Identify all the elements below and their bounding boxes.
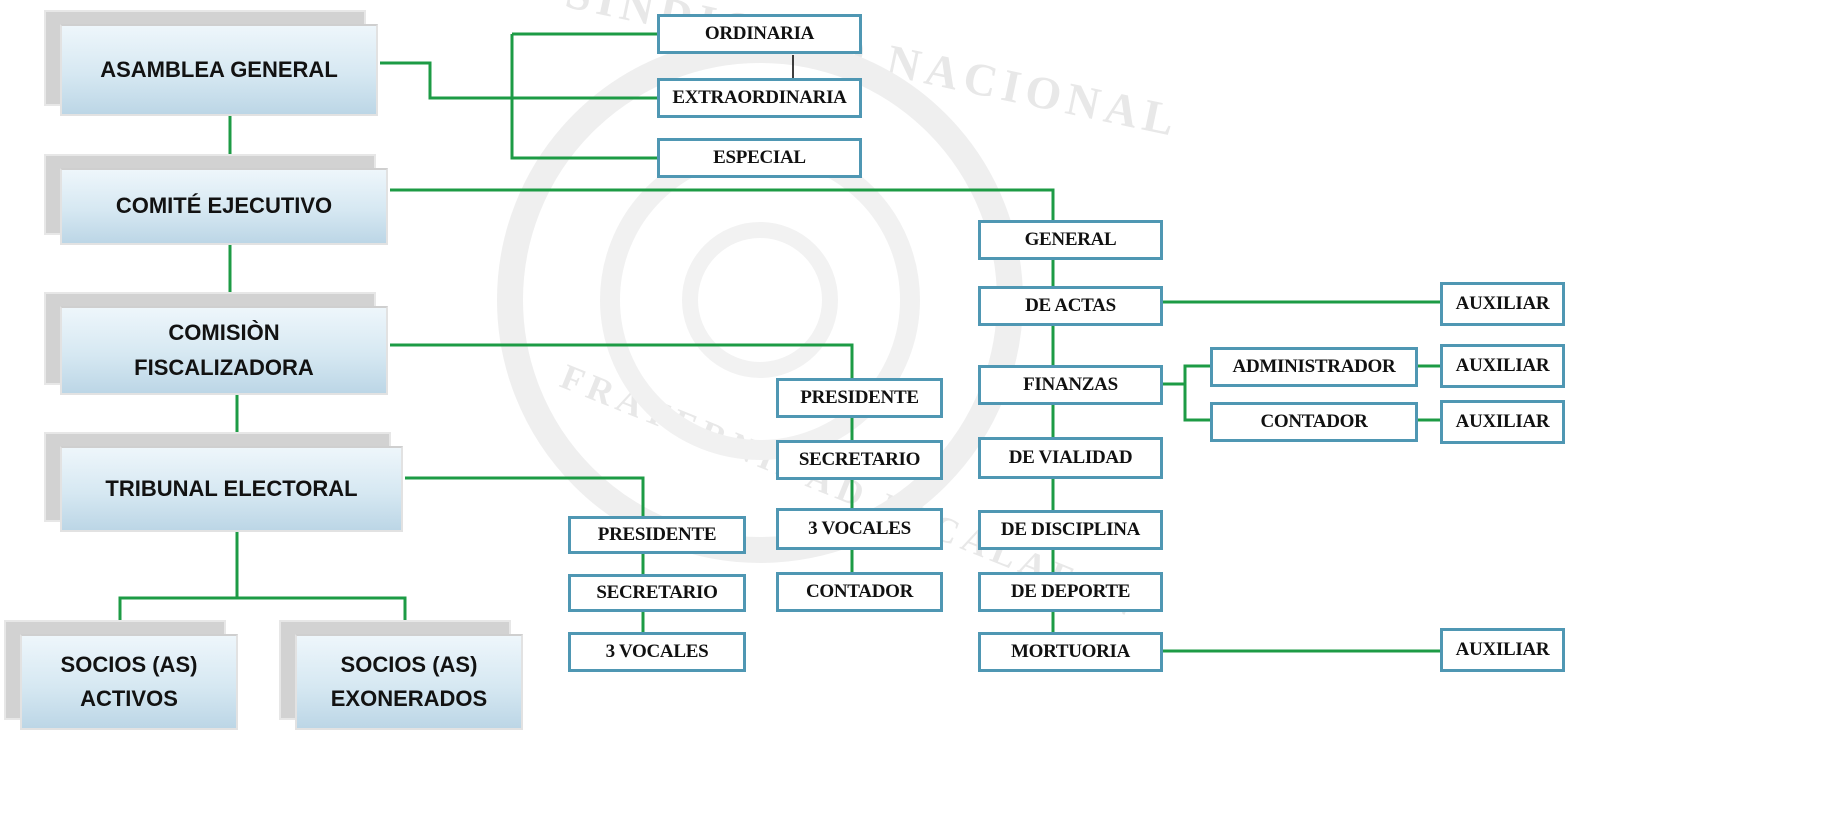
comision-contador-box: CONTADOR xyxy=(776,572,943,612)
auxiliar-actas-box: AUXILIAR xyxy=(1440,282,1565,326)
asamblea-general-box: ASAMBLEA GENERAL xyxy=(60,24,378,116)
comision-fiscalizadora-box: COMISIÒN FISCALIZADORA xyxy=(60,306,388,395)
connector-comision-presidente xyxy=(390,343,854,378)
secretaria-actas-label: DE ACTAS xyxy=(1025,295,1116,316)
connector-comite-general xyxy=(390,188,1055,220)
auxiliar-contador-box: AUXILIAR xyxy=(1440,400,1565,444)
extraordinaria-box: EXTRAORDINARIA xyxy=(657,78,862,118)
connector-socios-exonerados xyxy=(237,596,407,625)
secretaria-finanzas-box: FINANZAS xyxy=(978,365,1163,405)
tribunal-electoral-box: TRIBUNAL ELECTORAL xyxy=(60,446,403,532)
secretaria-deporte-label: DE DEPORTE xyxy=(1010,581,1131,602)
auxiliar-administrador-box: AUXILIAR xyxy=(1440,344,1565,388)
socios-activos-box: SOCIOS (AS) ACTIVOS xyxy=(20,634,238,730)
comite-ejecutivo-label: COMITÉ EJECUTIVO xyxy=(115,193,333,219)
secretaria-mortuoria-box: MORTUORIA xyxy=(978,632,1163,672)
comision-contador-label: CONTADOR xyxy=(805,581,914,602)
connector-tribunal-presidente xyxy=(405,476,645,516)
especial-label: ESPECIAL xyxy=(713,147,806,168)
extraordinaria-label: EXTRAORDINARIA xyxy=(672,87,847,108)
tribunal-presidente-label: PRESIDENTE xyxy=(597,524,717,545)
tribunal-vocales-label: 3 VOCALES xyxy=(605,641,709,662)
secretaria-finanzas-label: FINANZAS xyxy=(1023,374,1118,395)
secretaria-general-label: GENERAL xyxy=(1024,229,1117,250)
socios-exonerados-label: SOCIOS (AS) EXONERADOS xyxy=(330,651,488,711)
especial-box: ESPECIAL xyxy=(657,138,862,178)
socios-activos-label: SOCIOS (AS) ACTIVOS xyxy=(60,651,198,711)
connector-tribunal-socios xyxy=(118,531,239,625)
tribunal-vocales-box: 3 VOCALES xyxy=(568,632,746,672)
secretaria-vialidad-label: DE VIALIDAD xyxy=(1008,447,1133,468)
tribunal-electoral-label: TRIBUNAL ELECTORAL xyxy=(105,475,358,501)
asamblea-general-label: ASAMBLEA GENERAL xyxy=(100,56,338,82)
comision-secretario-label: SECRETARIO xyxy=(798,449,921,470)
finanzas-contador-box: CONTADOR xyxy=(1210,402,1418,442)
secretaria-disciplina-box: DE DISCIPLINA xyxy=(978,510,1163,550)
comision-presidente-label: PRESIDENTE xyxy=(800,387,919,408)
auxiliar-mortuoria-label: AUXILIAR xyxy=(1455,639,1550,660)
finanzas-contador-label: CONTADOR xyxy=(1260,411,1368,432)
auxiliar-actas-label: AUXILIAR xyxy=(1455,293,1550,314)
secretaria-general-box: GENERAL xyxy=(978,220,1163,260)
tribunal-presidente-box: PRESIDENTE xyxy=(568,516,746,554)
tribunal-secretario-label: SECRETARIO xyxy=(596,582,718,603)
secretaria-actas-box: DE ACTAS xyxy=(978,286,1163,326)
comision-secretario-box: SECRETARIO xyxy=(776,440,943,480)
comision-vocales-box: 3 VOCALES xyxy=(776,508,943,550)
comision-presidente-box: PRESIDENTE xyxy=(776,378,943,418)
administrador-label: ADMINISTRADOR xyxy=(1232,356,1396,377)
auxiliar-contador-label: AUXILIAR xyxy=(1455,411,1550,432)
auxiliar-administrador-label: AUXILIAR xyxy=(1455,355,1550,376)
administrador-box: ADMINISTRADOR xyxy=(1210,347,1418,387)
ordinaria-label: ORDINARIA xyxy=(704,23,815,44)
connector-finanzas-contador xyxy=(1183,384,1210,422)
comision-vocales-label: 3 VOCALES xyxy=(808,518,911,539)
connector-types-bracket xyxy=(510,34,657,160)
tribunal-secretario-box: SECRETARIO xyxy=(568,574,746,612)
ordinaria-box: ORDINARIA xyxy=(657,14,862,54)
auxiliar-mortuoria-box: AUXILIAR xyxy=(1440,628,1565,672)
watermark-emblem-core xyxy=(682,222,838,378)
comision-fiscalizadora-label: COMISIÒN FISCALIZADORA xyxy=(134,320,314,380)
comite-ejecutivo-box: COMITÉ EJECUTIVO xyxy=(60,168,388,245)
socios-exonerados-box: SOCIOS (AS) EXONERADOS xyxy=(295,634,523,730)
secretaria-disciplina-label: DE DISCIPLINA xyxy=(1000,519,1141,540)
connector-finanzas-sub xyxy=(1160,364,1210,386)
secretaria-vialidad-box: DE VIALIDAD xyxy=(978,437,1163,479)
secretaria-deporte-box: DE DEPORTE xyxy=(978,572,1163,612)
connector-asamblea-types xyxy=(380,61,512,100)
secretaria-mortuoria-label: MORTUORIA xyxy=(1010,641,1131,662)
